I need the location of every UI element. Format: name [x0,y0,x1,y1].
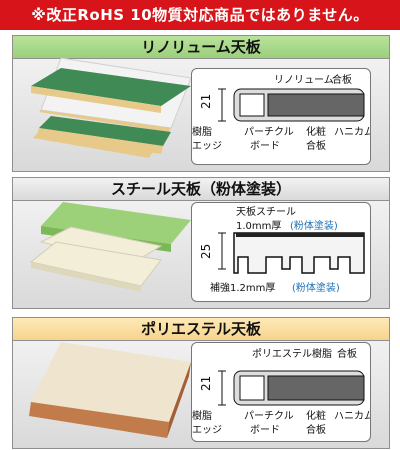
label-decorative-plywood-1: 化粧 [306,125,326,138]
label-honeycomb: ハニカム [334,126,370,138]
thickness-label: 25 [199,244,213,259]
label-resin-edge-1: 樹脂 [192,125,212,138]
section-linoleum-top: リノリューム天板 21 リノリューム 合板 樹脂 エッジ パーチクル ボード 化… [12,35,390,172]
steel-section-svg: 天板スチール 1.0mm厚 (粉体塗装) 25 補強1.2mm厚 (粉体塗装) [199,205,365,294]
label-reinforcement-coat: (粉体塗装) [292,281,340,294]
label-steel-top-2: 1.0mm厚 [236,220,281,232]
section-polyester-top: ポリエステル天板 21 ポリエステル樹脂 合板 樹脂 エッジ パーチクル ボード… [12,317,390,449]
thickness-label: 21 [199,376,213,391]
label-top-surface: ポリエステル樹脂 [252,347,332,360]
label-resin-edge-1: 樹脂 [192,409,212,422]
label-particle-board-1: パーチクル [244,126,294,138]
label-decorative-plywood-2: 合板 [306,139,326,152]
label-powder-coat: (粉体塗装) [290,219,338,232]
label-reinforcement: 補強1.2mm厚 [210,281,275,294]
label-steel-top-1: 天板スチール [236,205,296,218]
section-title: スチール天板（粉体塗装） [13,178,389,201]
label-particle-board-1: パーチクル [244,410,294,422]
polyester-section-svg: 21 ポリエステル樹脂 合板 樹脂 エッジ パーチクル ボード 化粧 合板 ハニ… [192,347,374,436]
polyester-panel-illustration [29,342,191,438]
section-steel-top: スチール天板（粉体塗装） 天板スチール 1.0mm厚 (粉体塗装) 25 補強1… [12,177,390,309]
label-plywood: 合板 [337,347,357,360]
section-title: リノリューム天板 [13,36,389,59]
linoleum-cross-section: 21 リノリューム 合板 樹脂 エッジ パーチクル ボード 化粧 合板 ハニカム [191,68,374,165]
label-particle-board-2: ボード [250,424,280,436]
label-honeycomb: ハニカム [334,410,370,422]
steel-cross-section: 天板スチール 1.0mm厚 (粉体塗装) 25 補強1.2mm厚 (粉体塗装) [191,202,371,302]
label-resin-edge-2: エッジ [192,425,222,436]
label-particle-board-2: ボード [250,140,280,152]
section-title: ポリエステル天板 [13,318,389,341]
polyester-cross-section: 21 ポリエステル樹脂 合板 樹脂 エッジ パーチクル ボード 化粧 合板 ハニ… [191,342,374,442]
label-plywood: 合板 [332,73,352,86]
label-top-surface: リノリューム [274,74,334,86]
linoleum-panel-illustration [31,58,191,158]
label-decorative-plywood-2: 合板 [306,423,326,436]
label-decorative-plywood-1: 化粧 [306,409,326,422]
steel-panel-illustration [29,202,191,292]
label-resin-edge-2: エッジ [192,141,222,152]
thickness-label: 21 [199,94,213,109]
rohs-warning-banner: ※改正RoHS 10物質対応商品ではありません。 [0,0,400,30]
linoleum-section-svg: 21 リノリューム 合板 樹脂 エッジ パーチクル ボード 化粧 合板 ハニカム [192,73,374,152]
